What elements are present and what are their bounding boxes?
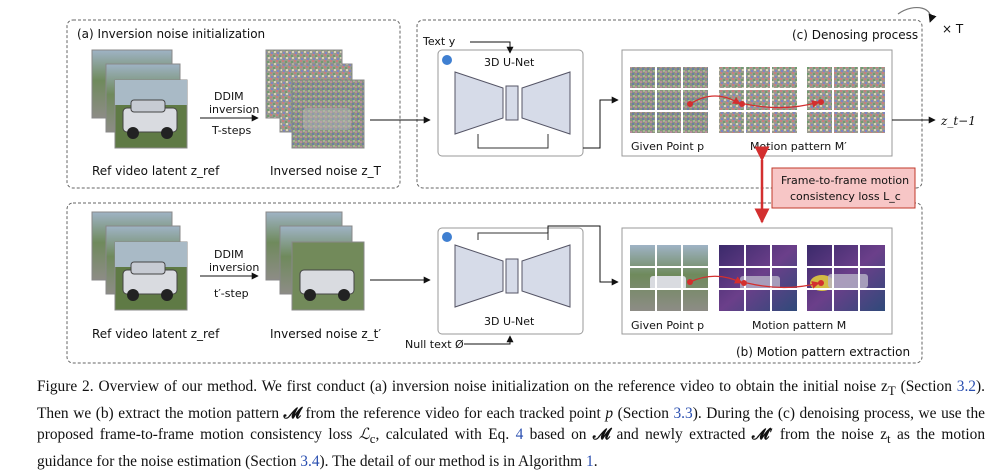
panel-b-title: (b) Motion pattern extraction [736,345,910,359]
car-icon [122,99,178,139]
given-point-top-label: Given Point p [631,140,704,153]
unet-to-grid-bottom-arrow [547,225,619,286]
panel-b-box [66,202,923,364]
track-arrow-bottom-1 [689,275,743,284]
inversed-noise-stack-top [265,49,365,149]
ref-video-stack-bottom [91,211,188,311]
inversed-noise-bottom-label: Inversed noise z_t′ [270,327,381,341]
caption-p-symbol: p [605,404,614,422]
caption-s2: (Section [900,378,957,395]
caption-s9: and newly extracted [610,426,752,444]
null-text-label: Null text Ø [405,338,464,351]
unet-bottom-label: 3D U-Net [484,315,535,328]
caption-s8: based on [523,426,593,444]
caption-s7: , calculated with Eq. [375,426,516,444]
caption-s13: . [593,452,598,470]
ref-video-stack-top [91,49,188,149]
caption-s3: ). Then we (b) extract the motion patter… [37,378,985,422]
section-ref-3-2[interactable]: 3.2 [956,378,977,395]
unet-top-label: 3D U-Net [484,56,535,69]
caption-loss-symbol: ℒ [358,426,370,444]
inversed-noise-top-label: Inversed noise z_T [270,164,382,178]
loss-line2: consistency loss L_c [790,190,901,203]
caption-s1: Figure 2. Overview of our method. We fir… [37,378,888,395]
inversed-noise-stack-bottom [265,211,365,311]
given-point-grid-top [630,67,708,133]
track-arrow-bottom-2 [746,281,820,289]
steps-bottom-label: t′-step [214,287,249,300]
motion-pattern-grid-top-1 [719,67,797,133]
steps-top-label: T-steps [211,124,251,137]
section-ref-3-4[interactable]: 3.4 [300,452,320,470]
caption-motion-symbol: 𝓜 [283,404,301,422]
motion-pattern-top-label: Motion pattern M′ [750,140,847,153]
panel-a-box [66,19,401,189]
times-t-label: × T [942,22,964,36]
frozen-snowflake-icon [442,55,452,65]
unet-top [454,71,571,149]
section-ref-3-3[interactable]: 3.3 [673,404,693,422]
motion-pattern-bottom-label: Motion pattern M [752,319,846,332]
panel-c-title: (c) Denosing process [792,28,918,42]
text-y-arrow [470,41,514,54]
track-arrow-top-2 [744,100,820,109]
loop-arrow-icon [897,6,937,23]
ddim-top-label: DDIM [214,90,244,103]
panel-a-title: (a) Inversion noise initialization [77,27,265,41]
caption-s1-sub: T [887,384,896,399]
caption-zt-sub: t [887,432,891,447]
track-arrow-top-1 [689,95,741,105]
caption-s10: from the noise z [773,426,888,444]
algorithm-ref-1[interactable]: 1 [585,452,594,470]
given-point-bottom-label: Given Point p [631,319,704,332]
caption-s4: from the reference video for each tracke… [300,404,606,422]
given-point-grid-bottom [630,245,708,311]
panel-c-box [416,19,923,189]
unet-bottom [454,232,571,308]
caption-s6: ). During the (c) denoising process, we … [37,404,985,444]
ref-latent-bottom-label: Ref video latent z_ref [92,327,220,341]
null-text-arrow [464,335,514,345]
inversion-bottom-label: inversion [209,261,259,274]
loss-box [771,167,916,209]
motion-pattern-grid-bottom-2 [807,245,885,311]
equation-ref-4[interactable]: 4 [515,426,524,444]
ref-latent-top-label: Ref video latent z_ref [92,164,220,178]
caption-s12: ). The detail of our method is in Algori… [319,452,586,470]
unet-to-grid-top-arrow [583,96,619,149]
inversion-top-label: inversion [209,103,259,116]
caption-motion-prime-symbol: 𝓜′ [751,426,774,444]
method-overview-figure: (a) Inversion noise initialization (c) D… [66,6,976,364]
caption-loss-sub: c [369,432,376,447]
car-icon [122,261,178,301]
loss-line1: Frame-to-frame motion [781,174,909,187]
caption-s11: as the motion guidance for the noise est… [37,426,986,470]
figure-caption: Figure 2. Overview of our method. We fir… [37,376,985,472]
ddim-bottom-label: DDIM [214,248,244,261]
caption-motion-symbol-2: 𝓜 [592,426,611,444]
motion-pattern-grid-top-2 [807,67,885,133]
caption-s5: (Section [613,404,674,422]
output-label: z_t−1 [940,114,976,128]
frozen-snowflake-icon [442,232,452,242]
text-y-label: Text y [422,35,456,48]
